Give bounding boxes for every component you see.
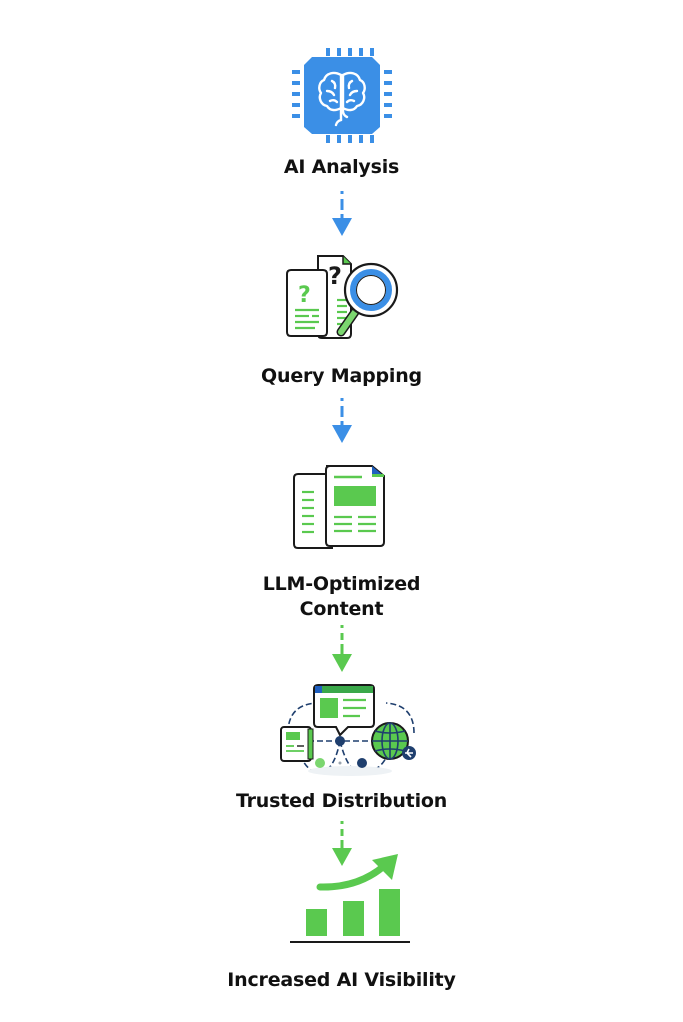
arrow-down-icon [332,191,352,236]
question-mark: ? [298,283,311,308]
network-distribution-icon [280,684,416,776]
growth-bar-chart-icon [290,854,410,943]
documents-magnifier-icon: ? ? [286,255,399,339]
step-label-trusted-distribution: Trusted Distribution [235,790,448,812]
arrow-down-icon [332,625,352,672]
step-label-llm-optimized-line2: Content [299,598,384,620]
question-mark: ? [328,262,342,290]
step-label-increased-ai-visibility: Increased AI Visibility [227,969,456,991]
step-label-ai-analysis: AI Analysis [283,156,400,178]
arrow-down-icon [332,398,352,443]
ai-chip-brain-icon [292,48,392,143]
arrow-down-icon [332,821,352,866]
documents-icon [293,465,385,549]
step-label-query-mapping: Query Mapping [261,365,422,387]
step-label-llm-optimized-line1: LLM-Optimized [262,573,421,595]
